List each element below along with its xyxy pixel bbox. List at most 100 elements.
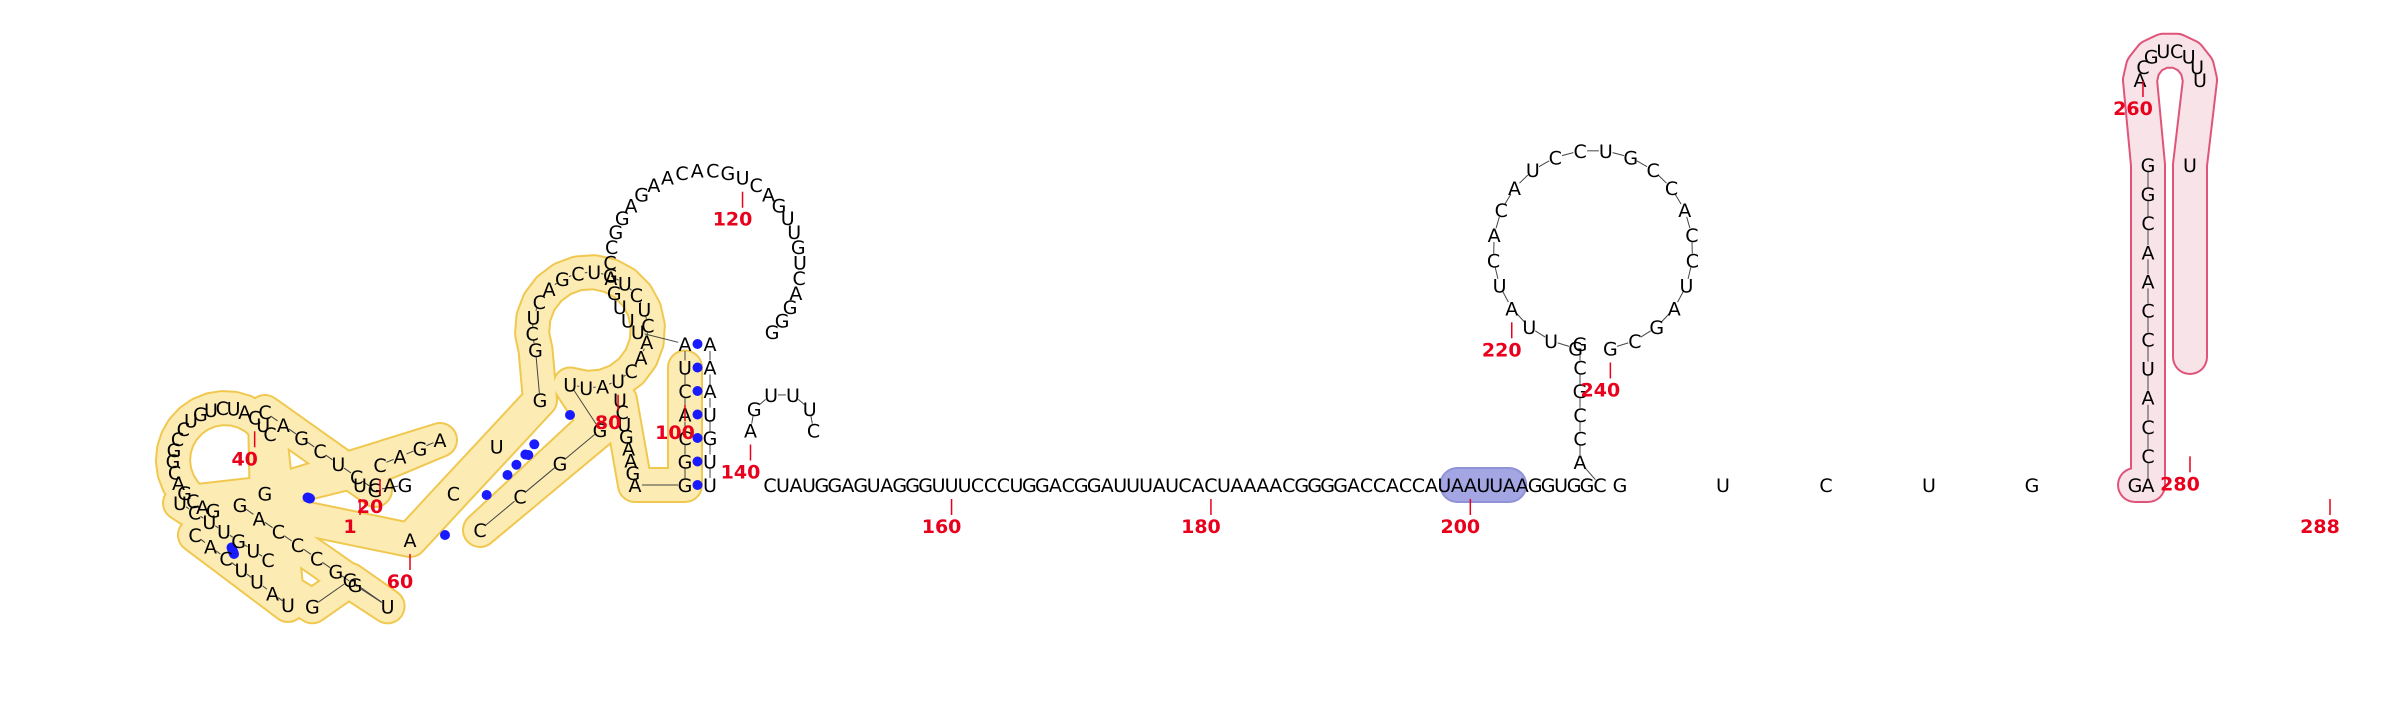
nucleotide-51: G (343, 570, 358, 592)
backbone-tick (634, 362, 638, 366)
nucleotide-155: A (880, 475, 893, 497)
nucleotide-67: C (533, 292, 546, 314)
backbone-tick (386, 458, 394, 463)
nucleotide-180: C (1204, 475, 1217, 497)
nucleotide-144: U (803, 399, 817, 421)
nucleotide-257: G (2141, 184, 2156, 206)
nucleotide-91: G (619, 426, 634, 448)
nucleotide-208: G (1567, 475, 1582, 497)
backbone-tick (535, 308, 538, 311)
nucleotide-248: C (2141, 446, 2154, 468)
nucleotide-76: C (641, 316, 654, 338)
nucleotide-8: C (313, 441, 326, 463)
nucleotide-79: C (625, 361, 638, 383)
nucleotide-256: C (2141, 213, 2154, 235)
nucleotide-101: U (678, 358, 692, 380)
nucleotide-81: A (596, 377, 609, 399)
backbone-tick (525, 467, 555, 493)
nucleotide-109: C (605, 237, 618, 259)
backbone-tick (1494, 267, 1499, 279)
nucleotide-90: U (617, 414, 631, 436)
nucleotide-17: C (188, 503, 201, 525)
nucleotide-110: G (608, 222, 623, 244)
nucleotide-140: A (744, 421, 757, 443)
nucleotide-1: U (353, 475, 367, 497)
nucleotide-244: U (1922, 475, 1936, 497)
nucleotide-47: C (219, 548, 232, 570)
base-pair-dot (523, 450, 534, 460)
backbone-tick (533, 340, 535, 344)
nucleotide-168: A (1049, 475, 1062, 497)
nucleotide-132: G (765, 322, 780, 344)
backbone-tick (535, 356, 540, 394)
nucleotide-107: A (604, 268, 617, 290)
backbone-tick (568, 275, 572, 278)
nucleotide-153: G (853, 475, 868, 497)
backbone-tick (1495, 216, 1500, 229)
backbone-tick (317, 583, 345, 603)
nucleotide-77: A (640, 332, 653, 354)
nucleotide-252: C (2141, 330, 2154, 352)
number-label-120: 120 (713, 209, 753, 231)
nucleotide-22: G (413, 438, 428, 460)
nucleotide-4: G (398, 475, 413, 497)
number-label-220: 220 (1482, 339, 1522, 361)
backbone-tick (360, 588, 383, 603)
number-label-280: 280 (2160, 473, 2200, 495)
base-pair-dot (692, 456, 703, 467)
nucleotide-236: U (1679, 276, 1693, 298)
backbone-tick (629, 288, 632, 291)
backbone-tick (283, 535, 293, 542)
backbone-tick (543, 294, 546, 297)
nucleotide-162: C (971, 475, 984, 497)
nucleotide-201: U (1476, 475, 1490, 497)
nucleotide-152: A (841, 475, 854, 497)
nucleotide-203: A (1503, 475, 1516, 497)
nucleotide-66: U (526, 307, 540, 329)
nucleotide-250: A (2142, 388, 2155, 410)
backbone-tick (341, 575, 350, 582)
base-pair-dot (305, 493, 315, 504)
nucleotide-69: G (555, 269, 570, 291)
backbone-tick (231, 562, 237, 567)
backbone-tick (325, 454, 333, 461)
nucleotide-26: C (186, 491, 199, 513)
yellow-region-fill (157, 256, 701, 623)
nucleotide-25: A (196, 497, 209, 519)
nucleotide-134: A (704, 358, 717, 380)
nucleotide-160: U (945, 475, 959, 497)
nucleotide-218: U (1544, 331, 1558, 353)
nucleotide-116: C (675, 163, 688, 185)
nucleotide-224: C (1495, 200, 1508, 222)
backbone-tick (322, 561, 331, 569)
number-label-260: 260 (2113, 98, 2153, 120)
nucleotide-53: G (348, 575, 363, 597)
nucleotide-128: C (792, 268, 805, 290)
nucleotide-143: U (786, 385, 800, 407)
nucleotide-141: G (747, 399, 762, 421)
nucleotide-217: G (1568, 338, 1583, 360)
backbone-tick (1636, 160, 1648, 168)
backbone-tick (264, 521, 273, 529)
nucleotide-62: U (490, 437, 504, 459)
nucleotide-204: A (1516, 475, 1529, 497)
nucleotide-174: U (1126, 475, 1140, 497)
backbone-tick (1612, 152, 1625, 157)
nucleotide-191: A (1347, 475, 1360, 497)
nucleotide-129: A (789, 283, 802, 305)
nucleotide-137: G (703, 428, 718, 450)
nucleotide-49: C (188, 525, 201, 547)
nucleotide-131: G (775, 310, 790, 332)
backbone-tick (1657, 174, 1667, 184)
backbone-tick (307, 441, 315, 448)
nucleotide-266: U (2193, 70, 2207, 92)
nucleotide-45: U (250, 572, 264, 594)
yellow-region (155, 254, 703, 625)
nucleotide-170: G (1074, 475, 1089, 497)
backbone-tick (600, 273, 604, 275)
nucleotide-21: A (394, 447, 407, 469)
backbone-tick (1686, 216, 1691, 229)
number-label-1: 1 (343, 516, 356, 538)
base-pair-dot (692, 339, 703, 349)
